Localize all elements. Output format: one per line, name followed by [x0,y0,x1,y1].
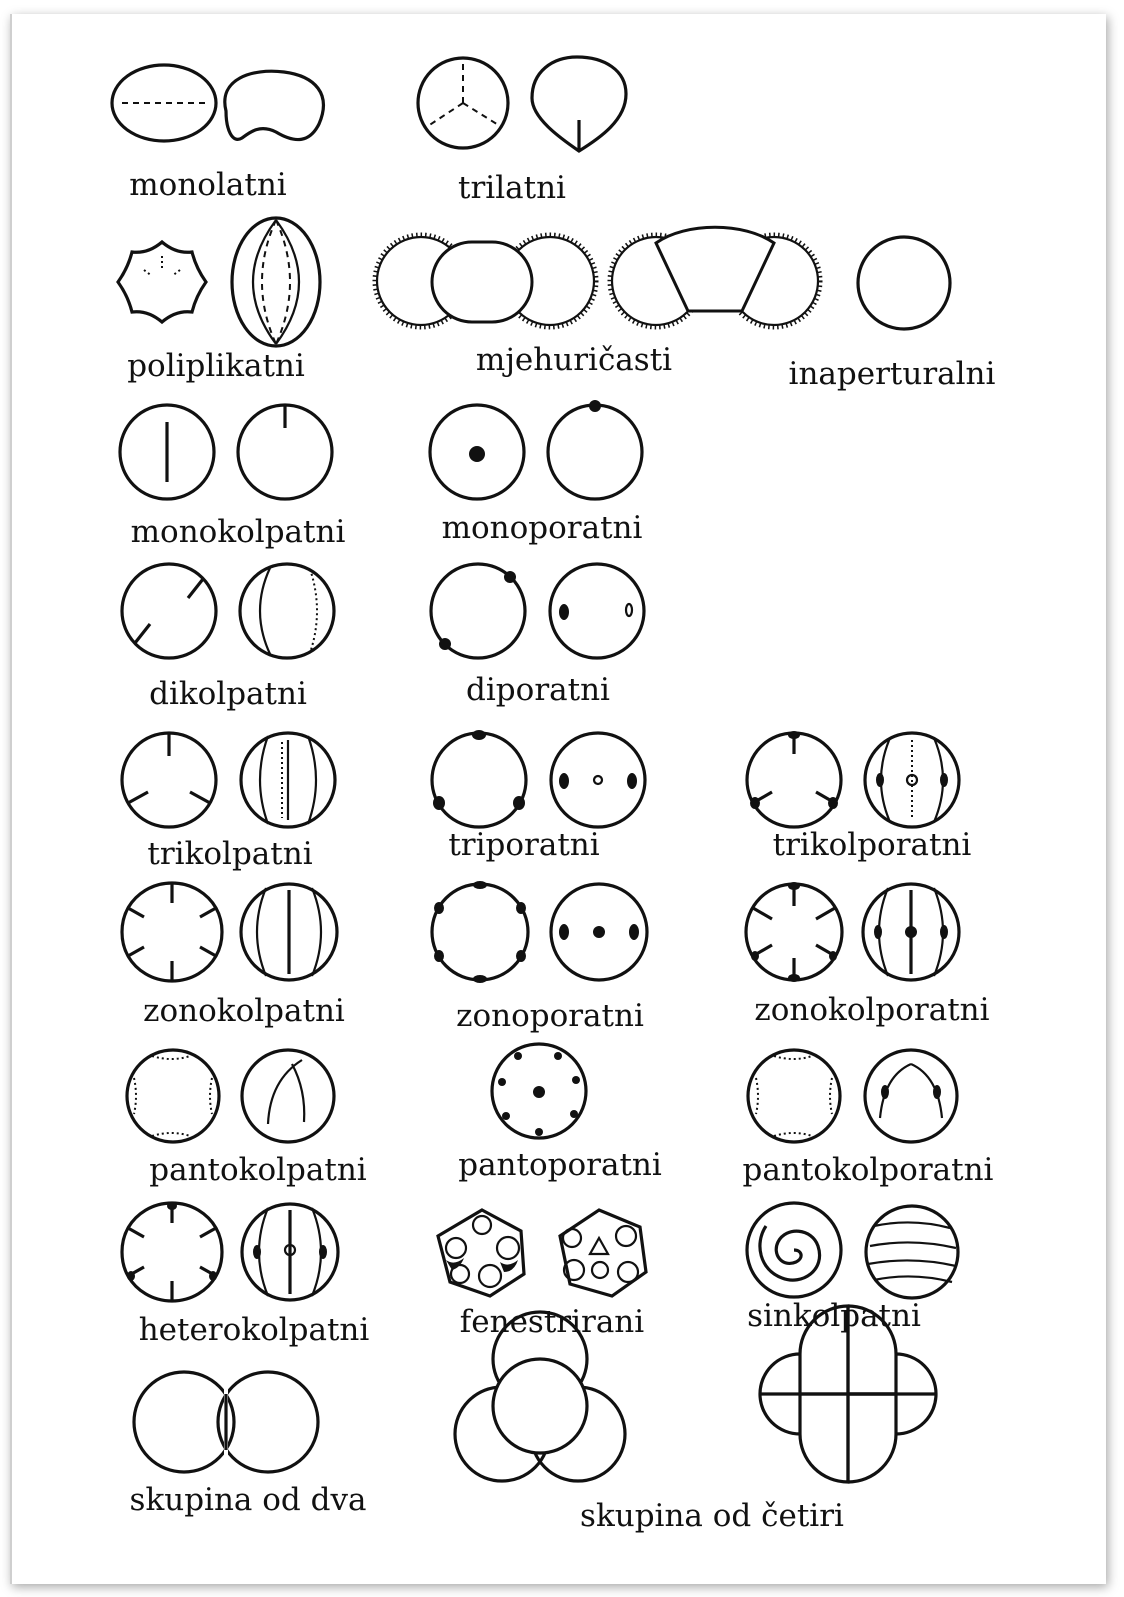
monoporatni-view-2 [548,405,642,499]
poliplikatni-group: poliplikatni [118,218,320,384]
fenestrirani-group: fenestrirani [438,1210,646,1340]
mjehuricasti-body-2 [656,227,774,311]
dikolpatni-view-1 [122,564,216,658]
mjehuricasti-body [432,242,532,322]
label-monoporatni: monoporatni [442,510,643,546]
zonokolporatni-group: zonokolporatni [746,882,990,1028]
pantokolporatni-group: pantokolporatni [743,1050,994,1188]
label-zonokolpatni: zonokolpatni [143,993,345,1029]
pantokolpatni-view-2 [242,1050,334,1142]
pantokolporatni-view-2 [865,1050,957,1142]
trikolporatni-group: trikolporatni [747,731,971,863]
heterokolpatni-group: heterokolpatni [122,1202,369,1348]
label-monokolpatni: monokolpatni [131,514,346,550]
sinkolpatni-group: sinkolpatni [747,1203,958,1334]
label-trilatni: trilatni [458,170,566,206]
dikolpatni-view-2 [240,564,334,658]
mjehuricasti-group: mjehuričasti [375,227,820,378]
label-zonoporatni: zonoporatni [456,998,644,1034]
label-triporatni: triporatni [448,827,599,863]
sinkolpatni-view-2 [866,1206,958,1298]
tetrad-grain-center [493,1359,587,1453]
label-pantoporatni: pantoporatni [458,1147,662,1183]
poliplikatni-equatorial-view [232,218,320,346]
triporatni-view-1 [432,733,526,827]
tetrad-square-bl [800,1394,848,1482]
label-inaperturalni: inaperturalni [789,356,996,392]
trikolpatni-group: trikolpatni [122,733,335,872]
zonoporatni-view-1 [432,884,528,980]
label-dikolpatni: dikolpatni [149,676,307,712]
skupina-dva-group: skupina od dva [130,1372,367,1518]
label-skupina-od-cetiri: skupina od četiri [580,1498,844,1534]
label-fenestrirani: fenestrirani [460,1304,644,1340]
label-diporatni: diporatni [466,672,610,708]
monolatni-side-view [225,71,324,139]
monolatni-group: monolatni [112,65,323,203]
zonoporatni-group: zonoporatni [432,881,647,1034]
label-pantokolpatni: pantokolpatni [149,1152,367,1188]
label-monolatni: monolatni [129,167,287,203]
label-zonokolporatni: zonokolporatni [754,992,989,1028]
poliplikatni-polar-view [118,242,206,322]
skupina-cetiri-tetragonal-group: skupina od četiri [580,1306,936,1534]
zonokolpatni-group: zonokolpatni [122,883,345,1029]
label-heterokolpatni: heterokolpatni [139,1312,370,1348]
label-trikolpatni: trikolpatni [147,836,312,872]
pantokolporatni-view-1 [748,1050,840,1142]
pollen-aperture-plate: monolatni trilatni poliplikatni m [12,14,1106,1584]
label-mjehuricasti: mjehuričasti [476,342,672,378]
monoporatni-group: monoporatni [430,400,642,546]
diporatni-group: diporatni [431,564,644,708]
tetrad-square-br [848,1394,896,1482]
pantoporatni-group: pantoporatni [458,1044,662,1183]
inaperturalni-group: inaperturalni [789,237,996,392]
pantokolpatni-group: pantokolpatni [127,1050,367,1188]
triporatni-group: triporatni [432,730,645,863]
monokolpatni-group: monokolpatni [120,405,345,550]
figure-sheet: monolatni trilatni poliplikatni m [10,14,1106,1584]
label-sinkolpatni: sinkolpatni [747,1298,921,1334]
trilatni-group: trilatni [418,57,626,206]
label-pantokolporatni: pantokolporatni [743,1152,994,1188]
dikolpatni-group: dikolpatni [122,564,334,712]
label-trikolporatni: trikolporatni [773,827,972,863]
label-skupina-od-dva: skupina od dva [130,1482,367,1518]
pantokolpatni-view-1 [127,1050,219,1142]
label-poliplikatni: poliplikatni [127,348,305,384]
inaperturalni-grain [858,237,950,329]
